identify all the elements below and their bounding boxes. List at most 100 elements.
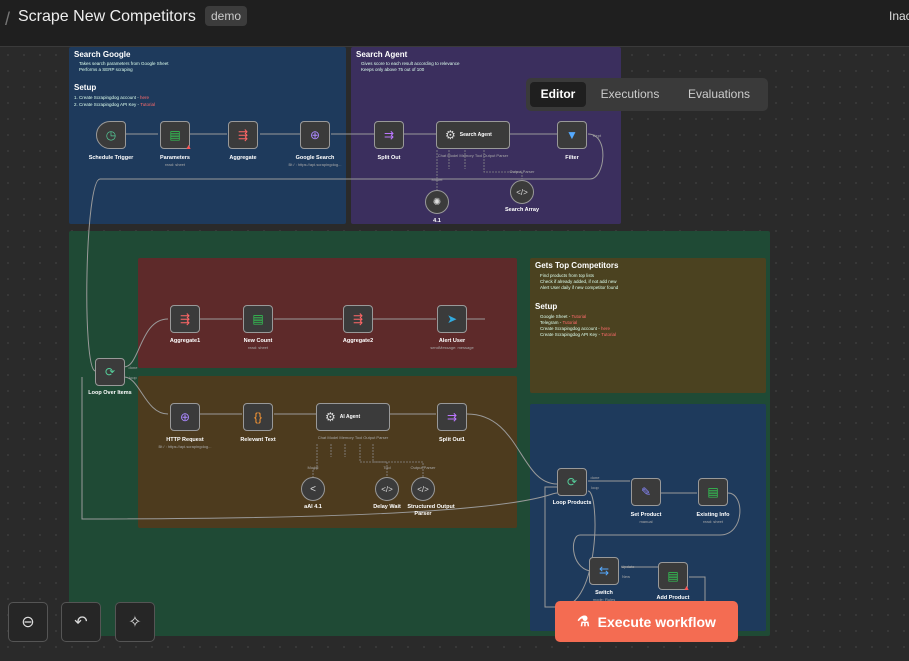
code-icon: </> bbox=[417, 484, 429, 494]
telegram-icon: ➤ bbox=[446, 312, 458, 326]
node-aggregate1[interactable]: ⇶ bbox=[170, 305, 200, 333]
connection-wires bbox=[81, 133, 741, 608]
tab-executions[interactable]: Executions bbox=[600, 87, 660, 101]
node-ai-agent[interactable]: ⚙AI Agent bbox=[316, 403, 390, 431]
node-label: Parameters bbox=[160, 155, 190, 161]
undo-button[interactable]: ↶ bbox=[61, 602, 101, 642]
node-search-array[interactable]: </> bbox=[510, 180, 534, 204]
code-icon: </> bbox=[381, 484, 393, 494]
node-delay-wait[interactable]: </> bbox=[375, 477, 399, 501]
sticky-item: Performs a SERP scraping bbox=[79, 67, 133, 72]
sticky-title: Gets Top Competitors bbox=[535, 261, 619, 270]
node-split-out1[interactable]: ⇉ bbox=[437, 403, 467, 431]
sticky-item: Find products from top lists bbox=[540, 273, 595, 278]
node-split-out[interactable]: ⇉ bbox=[374, 121, 404, 149]
aggregate-icon: ⇶ bbox=[179, 312, 191, 326]
sticky-setup-title: Setup bbox=[535, 302, 558, 311]
filter-icon: ▼ bbox=[566, 128, 578, 142]
node-subtitle: Bt / : https://api.scrapingdog... bbox=[158, 444, 212, 449]
node-new-count[interactable]: ▤ bbox=[243, 305, 273, 333]
node-loop-over-items[interactable]: ⟳ bbox=[95, 358, 125, 386]
sticky-item: 2. Create Scrapingdog API Key - Tutorial bbox=[74, 102, 156, 107]
flask-icon: ⚗ bbox=[577, 613, 590, 629]
node-http-request[interactable]: ⊕ bbox=[170, 403, 200, 431]
node-ai41[interactable]: < bbox=[301, 477, 325, 501]
split-icon: ⇉ bbox=[383, 128, 395, 142]
node-google-search[interactable]: ⊕ bbox=[300, 121, 330, 149]
port-label: Kept bbox=[592, 133, 602, 138]
node-label: Alert User bbox=[438, 338, 466, 344]
workflow-tag[interactable]: demo bbox=[205, 6, 248, 26]
workflow-title[interactable]: Scrape New Competitors bbox=[18, 8, 196, 25]
node-subtitle: read: sheet bbox=[164, 162, 186, 167]
sticky-scrape-group[interactable] bbox=[138, 376, 517, 528]
node-subtitle: read: sheet bbox=[247, 345, 269, 350]
port-label: done bbox=[590, 475, 600, 480]
node-label: Aggregate1 bbox=[169, 338, 201, 344]
port-label: Tool bbox=[383, 465, 391, 470]
node-loop-products[interactable]: ⟳ bbox=[557, 468, 587, 496]
node-aggregate2[interactable]: ⇶ bbox=[343, 305, 373, 333]
broom-icon: ✧ bbox=[128, 614, 142, 631]
node-filter[interactable]: ▼ bbox=[557, 121, 587, 149]
node-label: Loop Over Items bbox=[88, 390, 132, 396]
node-label: Search Array bbox=[504, 207, 540, 213]
node-parameters[interactable]: ▤▲ bbox=[160, 121, 192, 151]
workflow-canvas[interactable]: Search Google Takes search parameters fr… bbox=[0, 47, 909, 661]
view-tabs: Editor Executions Evaluations bbox=[526, 78, 768, 111]
node-ports: Chat Model Memory Tool Output Parser bbox=[317, 435, 389, 440]
node-subtitle: read: sheet bbox=[702, 519, 724, 524]
loop-icon: ⟳ bbox=[566, 475, 578, 489]
tab-evaluations[interactable]: Evaluations bbox=[687, 87, 751, 101]
node-label: Aggregate2 bbox=[342, 338, 374, 344]
aggregate-icon: ⇶ bbox=[237, 128, 249, 142]
aggregate-icon: ⇶ bbox=[352, 312, 364, 326]
switch-icon: ⇆ bbox=[598, 564, 610, 578]
active-status-label[interactable]: Inac bbox=[889, 9, 909, 23]
node-schedule-trigger[interactable]: ◷ bbox=[96, 121, 126, 149]
robot-icon: ⚙ bbox=[325, 410, 336, 424]
node-label: AI Agent bbox=[339, 414, 361, 420]
braces-icon: {} bbox=[253, 410, 262, 424]
warning-icon: ▲ bbox=[185, 144, 192, 151]
split-icon: ⇉ bbox=[446, 410, 458, 424]
node-label: Add Product bbox=[656, 595, 690, 601]
node-add-product[interactable]: ▤▲ bbox=[658, 562, 690, 592]
execute-label: Execute workflow bbox=[597, 613, 716, 630]
node-model-41[interactable]: ✺ bbox=[425, 190, 449, 214]
sticky-item: Create Scrapingdog API Key - Tutorial bbox=[540, 332, 617, 337]
tab-editor[interactable]: Editor bbox=[530, 82, 586, 107]
node-label: Google Search bbox=[295, 155, 335, 161]
robot-icon: ⚙ bbox=[445, 128, 456, 142]
node-alert-user[interactable]: ➤ bbox=[437, 305, 467, 333]
node-subtitle: manual bbox=[639, 519, 653, 524]
sheet-icon: ▤ bbox=[252, 312, 264, 326]
node-switch[interactable]: ⇆ bbox=[589, 557, 619, 585]
node-label: Loop Products bbox=[552, 500, 592, 506]
sticky-products-group[interactable] bbox=[530, 404, 766, 631]
node-label: Delay Wait bbox=[373, 504, 401, 510]
node-aggregate[interactable]: ⇶ bbox=[228, 121, 258, 149]
node-set-product[interactable]: ✎ bbox=[631, 478, 661, 506]
clean-up-button[interactable]: ✧ bbox=[115, 602, 155, 642]
node-relevant-text[interactable]: {} bbox=[243, 403, 273, 431]
node-structured-output[interactable]: </> bbox=[411, 477, 435, 501]
sticky-item: Keeps only above 75 out of 100 bbox=[361, 67, 425, 72]
sticky-gets-top[interactable]: Gets Top Competitors Find products from … bbox=[530, 258, 766, 393]
node-label: aAI 4.1 bbox=[304, 504, 322, 510]
loop-icon: ⟳ bbox=[104, 365, 116, 379]
execute-workflow-button[interactable]: ⚗ Execute workflow bbox=[555, 601, 738, 642]
port-label: New bbox=[621, 574, 631, 579]
globe-icon: ⊕ bbox=[309, 128, 321, 142]
node-label: Structured Output bbox=[407, 504, 455, 510]
header-bar: / Scrape New Competitors demo Inac bbox=[0, 0, 909, 47]
port-label: Update bbox=[621, 564, 635, 569]
node-existing-info[interactable]: ▤ bbox=[698, 478, 728, 506]
node-label: Split Out bbox=[377, 155, 401, 161]
zoom-out-button[interactable]: ⊖ bbox=[8, 602, 48, 642]
sticky-item: Gives score to each result according to … bbox=[361, 61, 460, 66]
port-label: Model bbox=[431, 177, 443, 182]
node-search-agent[interactable]: ⚙Search Agent bbox=[436, 121, 510, 149]
node-label: HTTP Request bbox=[166, 437, 204, 443]
node-label: Schedule Trigger bbox=[88, 155, 134, 161]
